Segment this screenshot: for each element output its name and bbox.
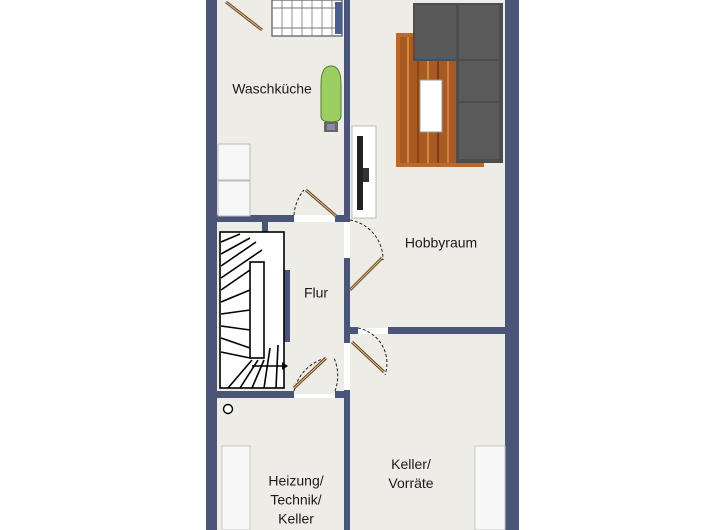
door-keller	[350, 327, 388, 376]
wall-keller-north-stub	[350, 327, 358, 334]
door-waschkueche-top	[225, 0, 263, 32]
drying-rack	[271, 0, 343, 37]
wall-flur-south-end	[335, 391, 350, 398]
keller-shelf	[474, 445, 506, 530]
room-label-keller-vorraete: Keller/ Vorräte	[388, 456, 434, 491]
door-hobbyraum	[348, 219, 384, 292]
heizung-cabinet	[221, 445, 251, 530]
door-heizung	[292, 356, 339, 392]
drain-icon	[222, 403, 234, 415]
coffee-table	[419, 79, 443, 133]
door-waschkueche	[293, 188, 337, 218]
outer-wall-right	[505, 0, 519, 530]
wall-center-bottom	[344, 390, 350, 530]
tv-stand	[351, 125, 377, 219]
washing-machine	[217, 143, 251, 181]
outer-wall-left	[206, 0, 217, 530]
room-label-waschkueche: Waschküche	[232, 80, 312, 97]
wall-waschkueche-south	[216, 215, 294, 222]
ironing-board	[320, 65, 342, 132]
room-label-flur: Flur	[303, 284, 329, 301]
dryer	[217, 180, 251, 217]
room-label-heizung-technik-keller: Heizung/ Technik/ Keller	[268, 472, 324, 527]
wall-keller-north	[388, 327, 505, 334]
wall-waschkueche-south-end	[335, 215, 350, 222]
staircase	[219, 231, 288, 389]
wall-center-mid	[344, 258, 350, 343]
sofa	[413, 3, 503, 163]
room-label-hobbyraum: Hobbyraum	[404, 234, 478, 251]
wall-center-top	[344, 0, 350, 220]
stair-wall-notch-side	[284, 270, 290, 342]
wall-flur-south	[216, 391, 294, 398]
